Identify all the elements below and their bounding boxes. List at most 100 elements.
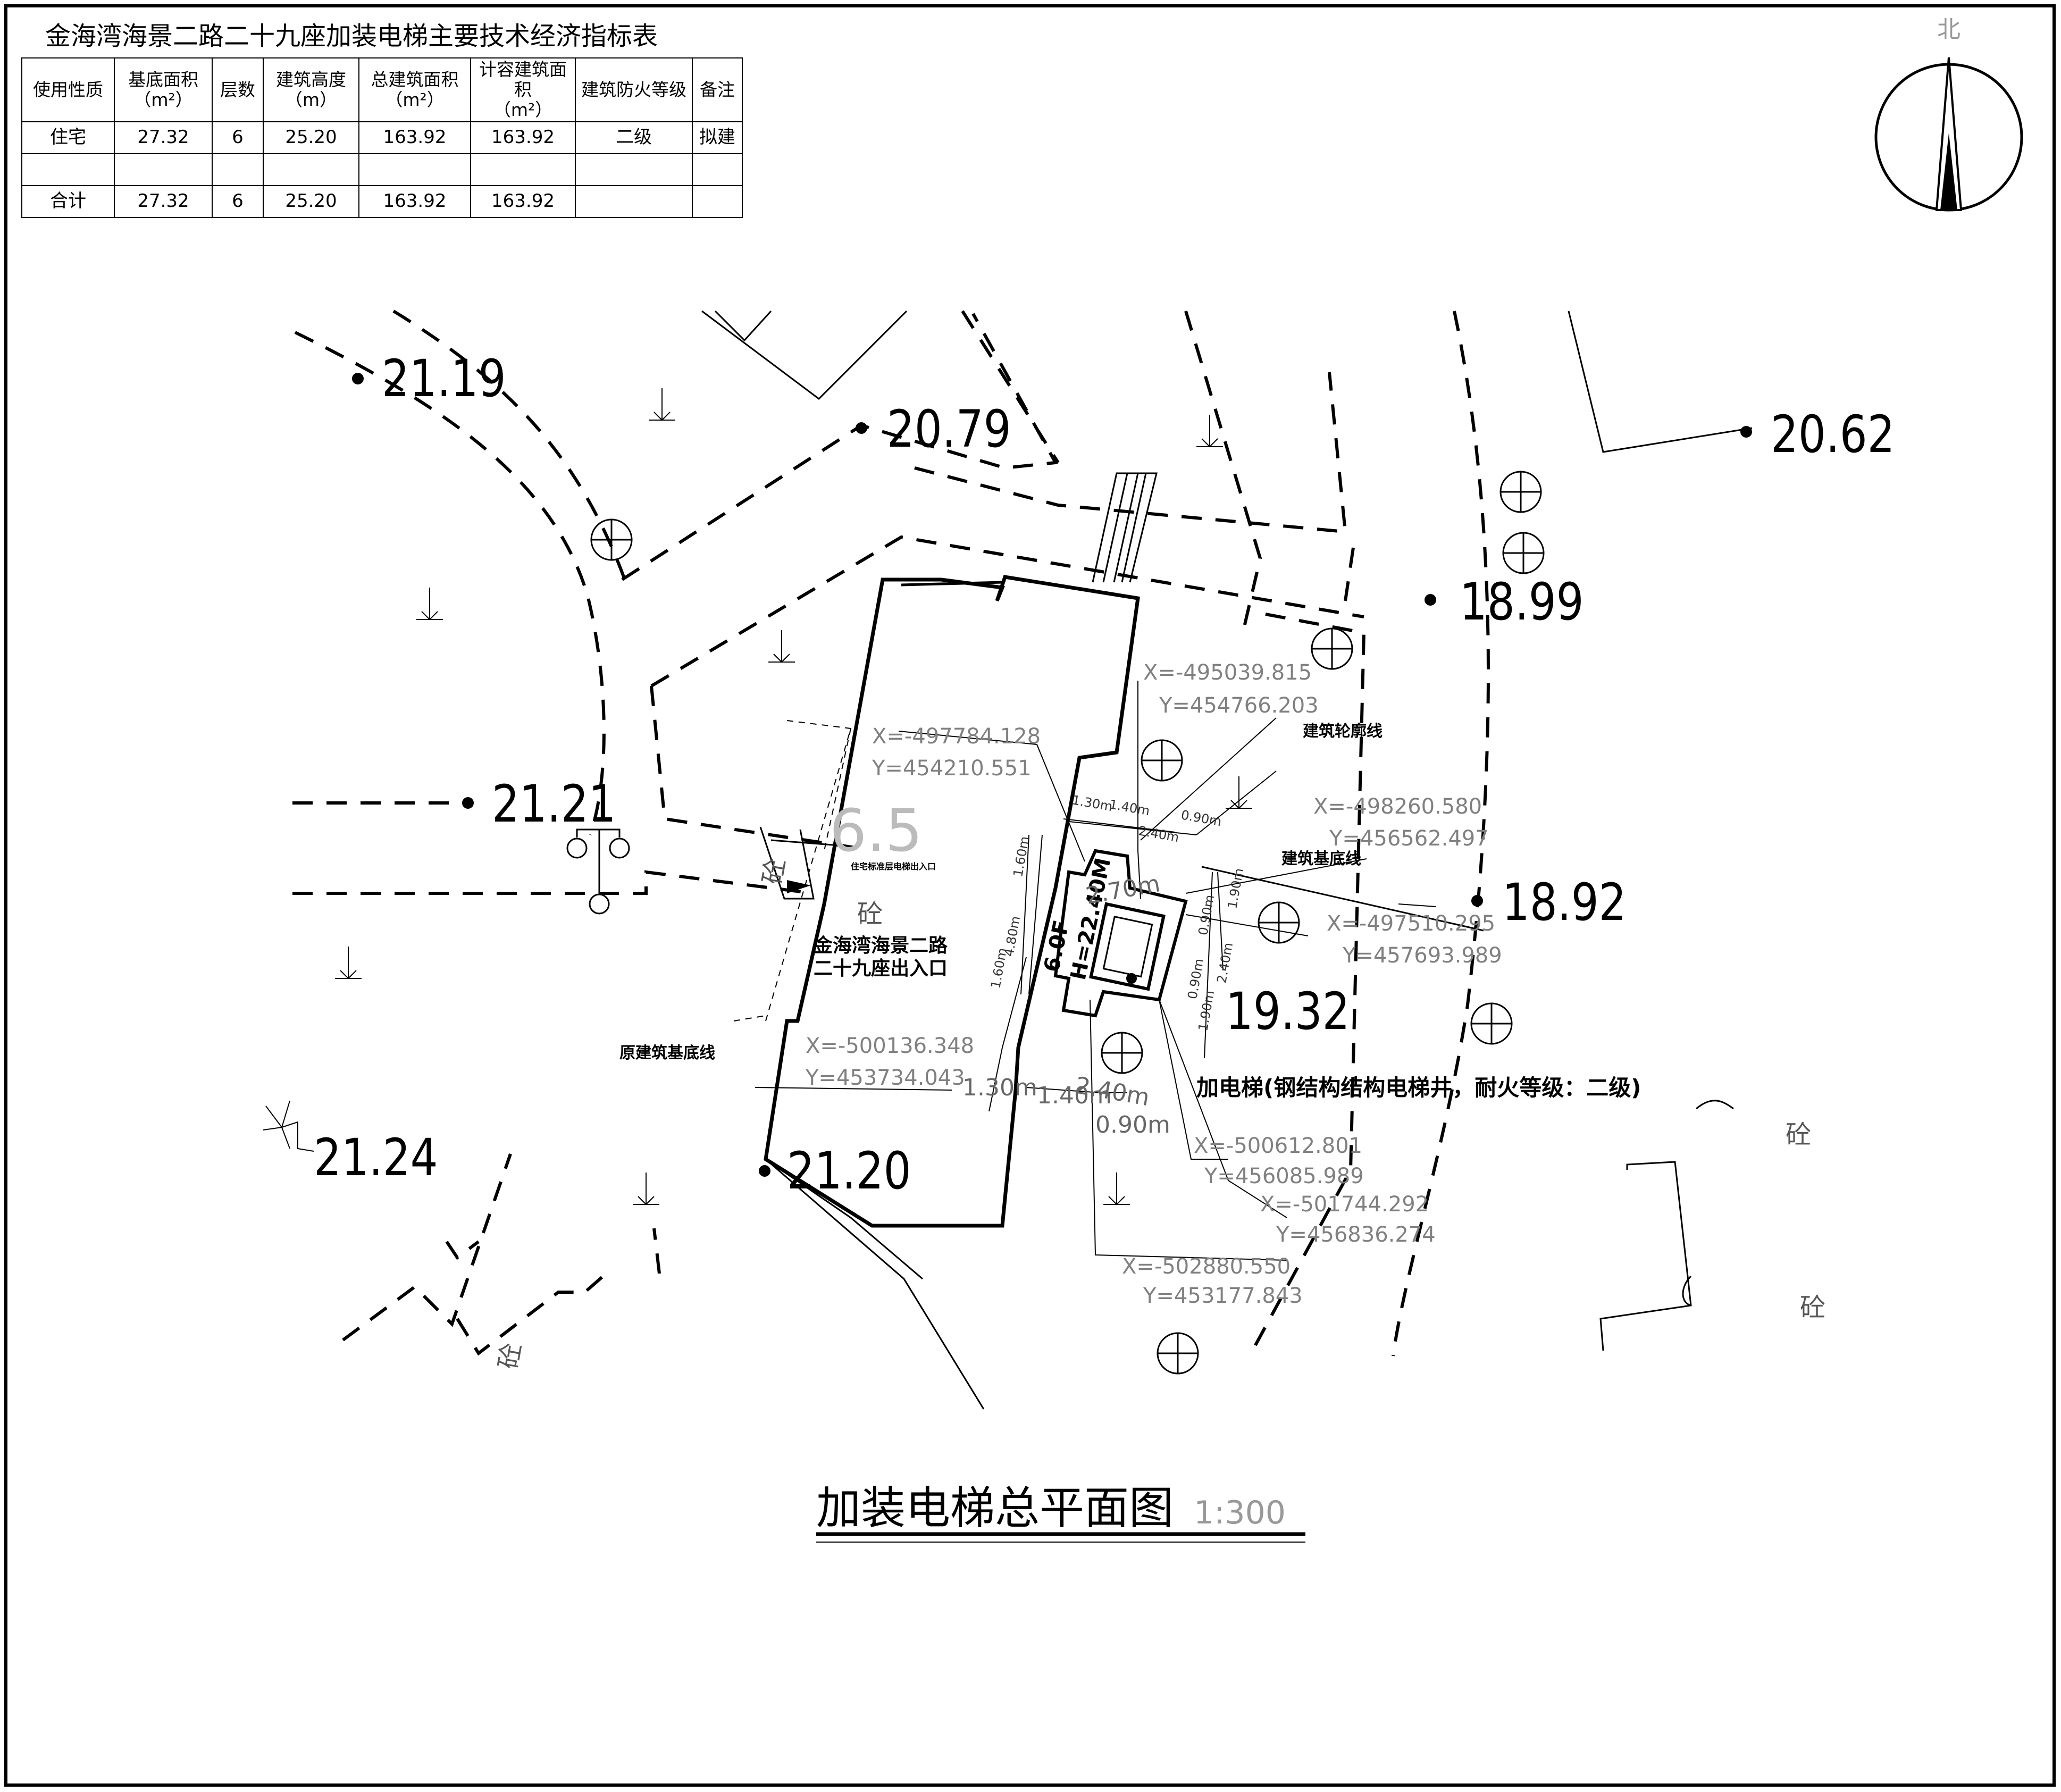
table-cell: 163.92 (470, 121, 576, 154)
entrance-label-line1: 金海湾海景二路 (813, 934, 948, 957)
entrance-label-line2: 二十九座出入口 (814, 958, 948, 979)
coordinate-x: X=-500612.801 (1194, 1134, 1362, 1158)
table-cell: 25.20 (263, 121, 359, 154)
elevator-label: 加电梯(钢结构结构电梯井，耐火等级：二级) (1196, 1075, 1641, 1101)
dashed-boundary-lines (292, 309, 1490, 1357)
elevation-label: 21.19 (382, 349, 506, 409)
dimension-label: 0.90m (1095, 1111, 1170, 1138)
coordinate-y: Y=456562.497 (1329, 826, 1489, 851)
original-base-label: 原建筑基底线 (619, 1044, 715, 1062)
table-row: 合计 27.32 6 25.20 163.92 163.92 (21, 185, 743, 218)
floor-count-label: 6.5 (830, 797, 923, 865)
north-arrow-icon (1874, 57, 2023, 212)
coordinate-x: X=-497510.295 (1327, 911, 1495, 936)
north-label: 北 (1937, 16, 1961, 43)
building-base-label: 建筑基底线 (1281, 850, 1361, 868)
coordinate-x: X=-497784.128 (872, 724, 1041, 749)
concrete-label: 砼 (857, 899, 883, 929)
dimension-label: 2.40m (1137, 823, 1180, 845)
header-cell: 使用性质 (21, 57, 115, 122)
dimension-label: 1.40m (1037, 1082, 1112, 1109)
concrete-label: 砼 (1786, 1120, 1811, 1150)
elevation-label: 18.99 (1460, 573, 1584, 632)
table-cell: 163.92 (470, 185, 576, 218)
header-cell: 备注 (692, 57, 743, 122)
header-cell: 计容建筑面积（m²） (470, 57, 576, 122)
drawing-frame (4, 4, 2056, 1787)
existing-building-outline (764, 575, 1140, 1228)
coordinate-x: X=-500136.348 (806, 1034, 974, 1058)
sun-mark-icon (263, 1100, 314, 1152)
table-cell: 合计 (21, 185, 115, 218)
dimension-label: 1.30m (1071, 792, 1114, 814)
drawing-title-name: 加装电梯总平面图 (816, 1482, 1174, 1534)
elevator-shaft (1053, 849, 1188, 1018)
elevation-points (352, 373, 1752, 1177)
coordinate-x: X=-495039.815 (1143, 660, 1312, 685)
drawing-title-scale: 1:300 (1194, 1494, 1286, 1531)
header-cell: 建筑防火等级 (575, 57, 693, 122)
economic-indicator-table: 使用性质 基底面积（m²） 层数 建筑高度（m） 总建筑面积（m²） 计容建筑面… (21, 57, 743, 218)
table-header-row: 使用性质 基底面积（m²） 层数 建筑高度（m） 总建筑面积（m²） 计容建筑面… (21, 57, 743, 122)
table-cell (21, 153, 115, 186)
table-cell (263, 153, 359, 186)
dimension-lines (755, 681, 1436, 1261)
dimension-label: 1.30m (962, 1074, 1037, 1101)
elevation-label: 21.24 (314, 1128, 438, 1188)
dimension-label: 1.60m (988, 947, 1010, 990)
table-cell (692, 153, 743, 186)
header-cell: 总建筑面积（m²） (358, 57, 471, 122)
coordinate-x: X=-501744.292 (1260, 1192, 1429, 1217)
table-title: 金海湾海景二路二十九座加装电梯主要技术经济指标表 (45, 21, 658, 51)
building-outline-label: 建筑轮廓线 (1303, 722, 1383, 741)
dimension-label: 0.90m (1195, 894, 1217, 937)
dimension-label: 1.40m (1108, 797, 1151, 818)
lamp-post-icon (566, 828, 630, 915)
dimension-label: 2.40m (1214, 942, 1236, 985)
elevation-label: 20.62 (1771, 405, 1895, 465)
header-cell: 层数 (212, 57, 264, 122)
concrete-label: 砼 (493, 1341, 527, 1371)
dimension-label: 1.60m (1010, 835, 1032, 878)
entrance-small-label: 住宅标准层电梯出入口 (851, 861, 936, 872)
table-row: 住宅 27.32 6 25.20 163.92 163.92 二级 拟建 (21, 121, 743, 154)
table-cell: 二级 (575, 121, 693, 154)
concrete-label: 砼 (1800, 1293, 1825, 1322)
table-cell: 27.32 (114, 121, 213, 154)
tower-height-label: H=22.40M (1066, 856, 1116, 982)
elevation-label: 19.32 (1226, 982, 1350, 1042)
coordinate-y: Y=454210.551 (872, 756, 1032, 781)
drawing-title: 加装电梯总平面图 1:300 (816, 1482, 1305, 1543)
table-cell (114, 153, 213, 186)
table-cell: 拟建 (692, 121, 743, 154)
header-cell: 基底面积（m²） (114, 57, 213, 122)
concrete-label: 砼 (758, 856, 791, 886)
table-cell: 27.32 (114, 185, 213, 218)
coordinate-y: Y=456836.274 (1276, 1222, 1436, 1247)
table-cell: 163.92 (358, 121, 471, 154)
elevation-label: 21.21 (492, 775, 616, 834)
table-cell: 6 (212, 185, 264, 218)
coordinate-y: Y=457693.989 (1342, 943, 1502, 968)
table-cell: 163.92 (358, 185, 471, 218)
elevation-label: 18.92 (1502, 873, 1627, 933)
table-cell (692, 185, 743, 218)
coordinate-y: Y=453177.843 (1143, 1284, 1303, 1308)
table-cell (470, 153, 576, 186)
table-cell: 6 (212, 121, 264, 154)
coordinate-y: Y=454766.203 (1159, 693, 1319, 718)
elevation-label: 21.20 (787, 1142, 911, 1201)
coordinate-y: Y=456085.989 (1204, 1164, 1364, 1188)
entrance-arrow-icon (787, 880, 811, 893)
table-cell: 25.20 (263, 185, 359, 218)
table-cell (212, 153, 264, 186)
header-cell: 建筑高度（m） (263, 57, 359, 122)
table-cell (575, 153, 693, 186)
table-cell (358, 153, 471, 186)
coordinate-y: Y=453734.043 (805, 1066, 965, 1090)
coordinate-x: X=-502880.550 (1122, 1254, 1291, 1279)
slope-arrow-icons (335, 388, 1252, 1205)
original-base-line (733, 720, 852, 1021)
coordinate-x: X=-498260.580 (1313, 794, 1482, 819)
table-cell (575, 185, 693, 218)
